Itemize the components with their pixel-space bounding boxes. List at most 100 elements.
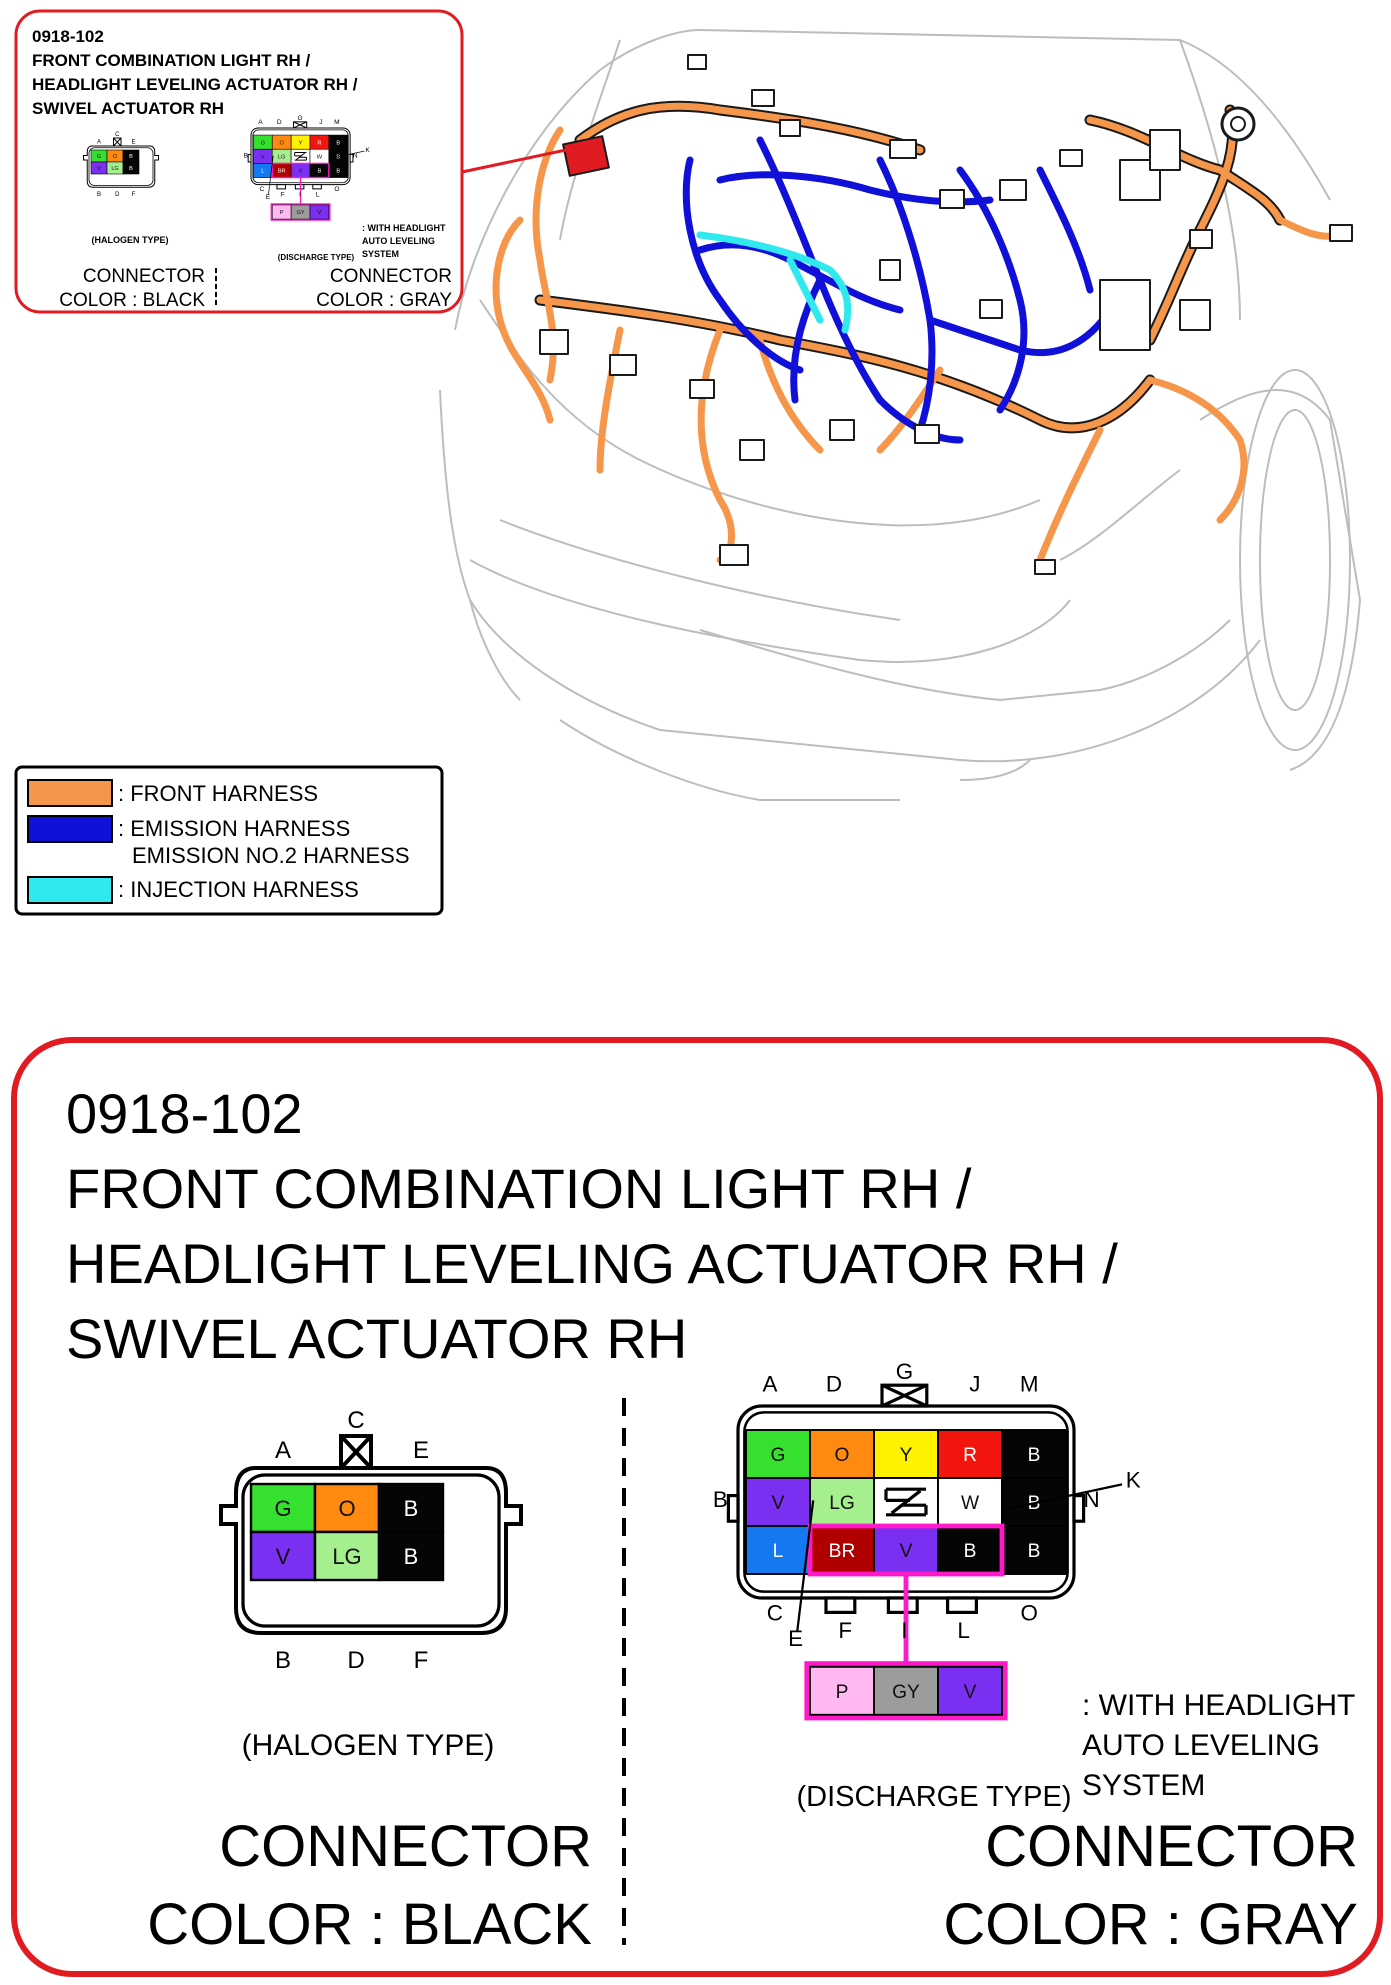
discharge-letter: F <box>281 191 285 198</box>
discharge-extra-label: GY <box>296 210 304 216</box>
discharge-letter: F <box>838 1618 852 1643</box>
discharge-letter: K <box>1126 1468 1141 1493</box>
discharge-pin-label: L <box>773 1541 784 1562</box>
halogen-pin-label: B <box>404 1496 419 1521</box>
halogen-letter: E <box>413 1437 429 1464</box>
discharge-side-tab <box>248 154 251 162</box>
discharge-letter: D <box>826 1372 842 1397</box>
inset-discharge-note-1: : WITH HEADLIGHT <box>362 223 446 233</box>
discharge-connector-label: CONNECTOR <box>985 1814 1358 1879</box>
discharge-pin-label: R <box>963 1445 977 1466</box>
discharge-extra-label: GY <box>892 1682 920 1703</box>
discharge-bottom-tab <box>277 185 285 189</box>
discharge-bottom-tab <box>313 185 321 189</box>
discharge-pin-label: B <box>336 140 340 146</box>
legend-label-emission-no2-harness: EMISSION NO.2 HARNESS <box>132 843 410 868</box>
legend-swatch-front-harness <box>28 780 112 806</box>
discharge-letter: C <box>767 1600 783 1625</box>
inset-title-line-1: FRONT COMBINATION LIGHT RH / <box>32 51 311 70</box>
discharge-side-tab <box>1074 1496 1084 1522</box>
connector-inset-small: 0918-102 FRONT COMBINATION LIGHT RH / HE… <box>16 11 462 312</box>
discharge-type-label: (DISCHARGE TYPE) <box>796 1781 1071 1813</box>
discharge-pin-label: B <box>1028 1445 1041 1466</box>
discharge-letter: G <box>298 115 303 122</box>
discharge-pin-label: V <box>900 1541 913 1562</box>
discharge-pin-label: B <box>318 169 322 175</box>
halogen-letter: A <box>275 1437 291 1464</box>
connector-title-line-3: SWIVEL ACTUATOR RH <box>66 1307 687 1370</box>
halogen-pin-label: G <box>274 1496 291 1521</box>
discharge-bottom-tab <box>826 1598 855 1612</box>
discharge-letter: L <box>316 191 320 198</box>
discharge-letter: B <box>244 153 249 160</box>
inset-discharge-note-2: AUTO LEVELING <box>362 236 435 246</box>
discharge-letter: B <box>713 1487 728 1512</box>
discharge-note-line-1: : WITH HEADLIGHT <box>1082 1689 1355 1722</box>
discharge-pin-label: B <box>964 1541 977 1562</box>
harness-legend: : FRONT HARNESS : EMISSION HARNESS EMISS… <box>16 767 442 914</box>
halogen-letter: C <box>115 132 120 138</box>
inset-discharge-note-3: SYSTEM <box>362 249 399 259</box>
halogen-letter: C <box>347 1407 364 1434</box>
callout-leader-line <box>462 150 566 172</box>
discharge-note-line-2: AUTO LEVELING <box>1082 1729 1320 1762</box>
discharge-pin-label: R <box>317 140 321 146</box>
discharge-letter: O <box>1020 1600 1037 1625</box>
halogen-letter: F <box>132 192 136 198</box>
halogen-pin-label: O <box>338 1496 355 1521</box>
discharge-letter: J <box>319 119 322 126</box>
legend-label-emission-harness: : EMISSION HARNESS <box>118 816 350 841</box>
legend-swatch-emission-harness <box>28 816 112 842</box>
halogen-letter: F <box>414 1647 429 1674</box>
legend-label-front-harness: : FRONT HARNESS <box>118 781 318 806</box>
discharge-pin-label: V <box>299 169 303 175</box>
discharge-pin-label: B <box>1028 1541 1041 1562</box>
discharge-pin-label: L <box>261 169 264 175</box>
discharge-letter: L <box>957 1618 969 1643</box>
halogen-connector-label: CONNECTOR <box>219 1814 592 1879</box>
halogen-pin-label: O <box>113 154 118 160</box>
inset-halogen-type-label: (HALOGEN TYPE) <box>91 235 168 245</box>
halogen-letter: B <box>97 192 101 198</box>
target-connector-marker <box>563 136 609 176</box>
discharge-pin-label: Y <box>299 140 303 146</box>
discharge-color-label: COLOR : GRAY <box>943 1892 1358 1957</box>
connector-detail-panel: 0918-102 FRONT COMBINATION LIGHT RH / HE… <box>14 1040 1380 1974</box>
discharge-pin-label: B <box>336 169 340 175</box>
discharge-letter: G <box>896 1359 913 1384</box>
halogen-letter: B <box>275 1647 291 1674</box>
halogen-pin-label: B <box>129 166 133 172</box>
discharge-letter: A <box>258 119 263 126</box>
inset-connector-code: 0918-102 <box>32 27 104 46</box>
discharge-letter: E <box>788 1626 803 1651</box>
halogen-letter: D <box>347 1647 364 1674</box>
discharge-bottom-tab <box>948 1598 977 1612</box>
inset-halogen-connector-label: CONNECTOR <box>83 266 205 287</box>
discharge-pin-label: O <box>835 1445 850 1466</box>
discharge-pin-label: W <box>961 1493 980 1514</box>
discharge-pin-label: G <box>261 140 265 146</box>
discharge-pin-label: LG <box>278 154 286 160</box>
discharge-pin-label: Y <box>900 1445 913 1466</box>
halogen-letter: A <box>97 140 101 146</box>
discharge-letter: N <box>1084 1487 1100 1512</box>
discharge-letter: I <box>299 191 301 198</box>
discharge-letter: K <box>365 147 370 154</box>
halogen-letter: E <box>131 140 135 146</box>
discharge-pin-label: LG <box>829 1493 855 1514</box>
discharge-bottom-tab <box>295 185 303 189</box>
discharge-bottom-tab <box>888 1598 917 1612</box>
discharge-pin-label: BR <box>278 169 286 175</box>
discharge-letter: D <box>277 119 282 126</box>
halogen-color-label: COLOR : BLACK <box>147 1892 592 1957</box>
legend-label-injection-harness: : INJECTION HARNESS <box>118 877 359 902</box>
discharge-pin-label: B <box>336 154 340 160</box>
halogen-pin-label: B <box>129 154 133 160</box>
discharge-extra-label: V <box>964 1682 977 1703</box>
legend-swatch-injection-harness <box>28 877 112 903</box>
discharge-letter: M <box>334 119 340 126</box>
discharge-pin-label: V <box>261 154 265 160</box>
inset-discharge-color-label: COLOR : GRAY <box>316 290 452 311</box>
